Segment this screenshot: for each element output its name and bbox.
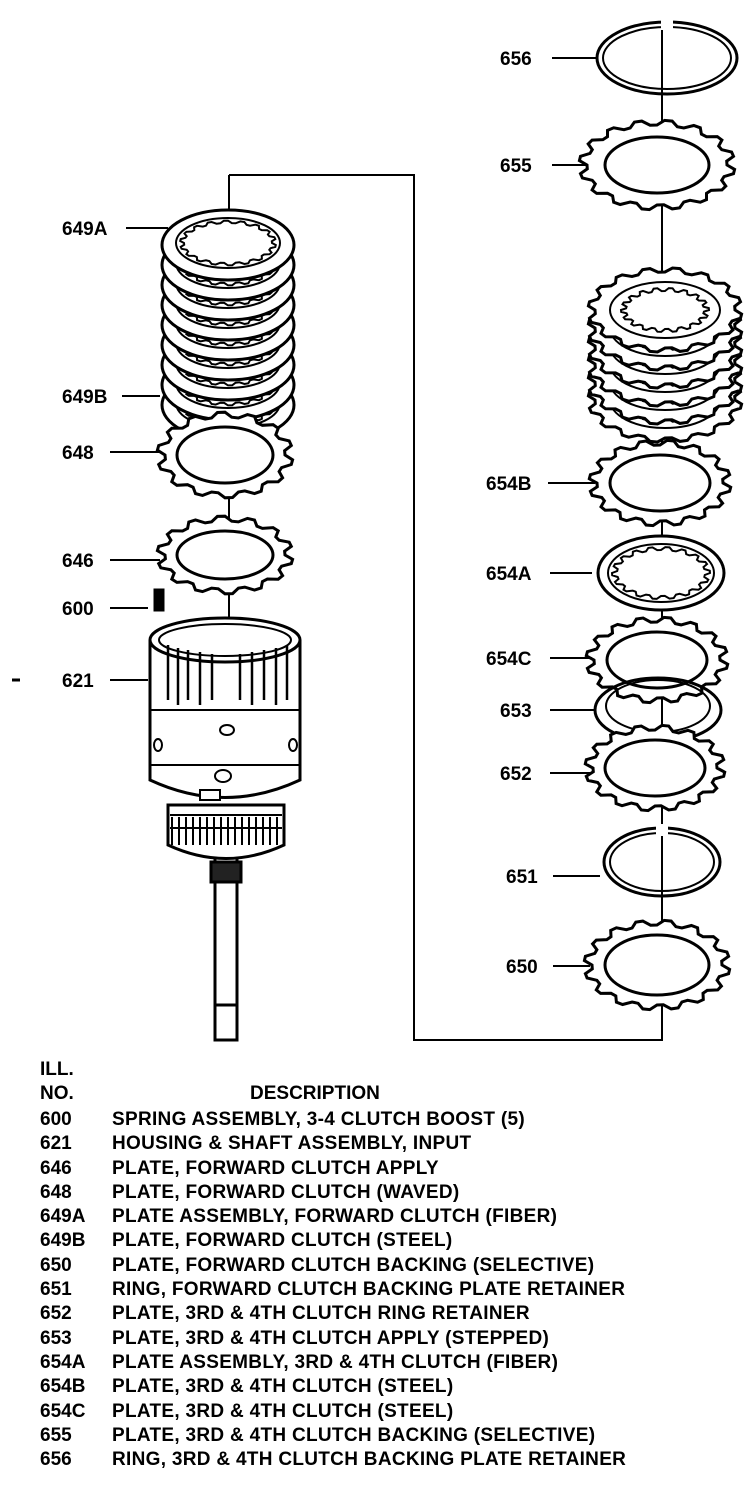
callout-646: 646	[62, 551, 94, 572]
legend-row-number: 656	[40, 1449, 72, 1471]
legend-row-number: 649B	[40, 1230, 86, 1252]
legend-row-description: PLATE ASSEMBLY, FORWARD CLUTCH (FIBER)	[112, 1206, 558, 1228]
legend-row-description: PLATE, FORWARD CLUTCH (WAVED)	[112, 1181, 460, 1203]
legend-row: 600 SPRING ASSEMBLY, 3-4 CLUTCH BOOST (5)	[40, 1108, 740, 1132]
parts-legend: ILL. NO. DESCRIPTION 600 SPRING ASSEMBLY,…	[40, 1058, 740, 1472]
callout-650: 650	[506, 957, 538, 978]
legend-row-number: 654C	[40, 1400, 86, 1422]
legend-header-no: NO.	[40, 1083, 74, 1104]
housing-shaft-assembly	[148, 616, 302, 1042]
legend-rows: 600 SPRING ASSEMBLY, 3-4 CLUTCH BOOST (5)…	[40, 1108, 740, 1472]
legend-row-description: PLATE, FORWARD CLUTCH BACKING (SELECTIVE…	[112, 1254, 595, 1276]
callout-653: 653	[500, 701, 532, 722]
ring-retainer-plate-652	[583, 723, 727, 813]
legend-row-description: PLATE, 3RD & 4TH CLUTCH BACKING (SELECTI…	[112, 1424, 596, 1446]
legend-row-number: 600	[40, 1109, 72, 1130]
legend-row-description: SPRING ASSEMBLY, 3-4 CLUTCH BOOST (5)	[112, 1109, 525, 1130]
legend-row: 648 PLATE, FORWARD CLUTCH (WAVED)	[40, 1181, 740, 1205]
backing-plate-650	[582, 918, 732, 1012]
legend-row: 654C PLATE, 3RD & 4TH CLUTCH (STEEL)	[40, 1400, 740, 1424]
callout-654c: 654C	[486, 649, 532, 670]
legend-row-number: 651	[40, 1279, 72, 1301]
legend-row-description: PLATE, FORWARD CLUTCH (STEEL)	[112, 1230, 453, 1252]
legend-row: 649A PLATE ASSEMBLY, FORWARD CLUTCH (FIBE…	[40, 1205, 740, 1229]
legend-row: 650 PLATE, FORWARD CLUTCH BACKING (SELECT…	[40, 1254, 740, 1278]
legend-row: 621 HOUSING & SHAFT ASSEMBLY, INPUT	[40, 1132, 740, 1156]
callout-651: 651	[506, 867, 538, 888]
legend-row: 646 PLATE, FORWARD CLUTCH APPLY	[40, 1157, 740, 1181]
legend-row-number: 648	[40, 1181, 72, 1203]
legend-row: 654B PLATE, 3RD & 4TH CLUTCH (STEEL)	[40, 1375, 740, 1399]
legend-row: 654A PLATE ASSEMBLY, 3RD & 4TH CLUTCH (FI…	[40, 1351, 740, 1375]
legend-row-description: PLATE, FORWARD CLUTCH APPLY	[112, 1157, 439, 1179]
legend-row-number: 649A	[40, 1206, 86, 1228]
legend-row-number: 621	[40, 1133, 72, 1155]
spring-assembly-600	[153, 588, 165, 612]
steel-plate-654b	[587, 438, 733, 528]
backing-plate-655	[577, 118, 737, 212]
callout-654b: 654B	[486, 474, 531, 495]
legend-row-description: PLATE ASSEMBLY, 3RD & 4TH CLUTCH (FIBER)	[112, 1351, 559, 1373]
exploded-view-svg: 656 655 649A 649B 648 646 600 621 654B 6…	[12, 18, 744, 1042]
fiber-plate-654a	[596, 534, 726, 612]
legend-row-description: PLATE, 3RD & 4TH CLUTCH (STEEL)	[112, 1400, 454, 1422]
waved-plate-648	[155, 410, 295, 500]
callout-621: 621	[62, 671, 94, 692]
apply-plate-646	[155, 514, 295, 596]
forward-clutch-stack-649	[160, 208, 296, 442]
legend-header-ill: ILL.	[40, 1059, 74, 1080]
legend-row: 655 PLATE, 3RD & 4TH CLUTCH BACKING (SELE…	[40, 1424, 740, 1448]
legend-row: 651 RING, FORWARD CLUTCH BACKING PLATE RE…	[40, 1278, 740, 1302]
legend-row-number: 652	[40, 1303, 72, 1325]
legend-header-row: NO. DESCRIPTION	[40, 1082, 740, 1108]
legend-row-number: 650	[40, 1254, 72, 1276]
callout-656: 656	[500, 49, 532, 70]
exploded-view-diagram: 656 655 649A 649B 648 646 600 621 654B 6…	[12, 18, 744, 1042]
callout-655: 655	[500, 156, 532, 177]
steel-plate-654c	[584, 615, 730, 705]
legend-row-description: PLATE, 3RD & 4TH CLUTCH APPLY (STEPPED)	[112, 1327, 550, 1349]
callout-648: 648	[62, 443, 94, 464]
legend-row: 653 PLATE, 3RD & 4TH CLUTCH APPLY (STEPPE…	[40, 1327, 740, 1351]
legend-row-number: 654A	[40, 1351, 86, 1373]
callout-649a: 649A	[62, 219, 108, 240]
legend-row-number: 646	[40, 1157, 72, 1179]
callout-652: 652	[500, 764, 532, 785]
clutch-plate-stack-654	[586, 266, 744, 444]
legend-row-number: 654B	[40, 1376, 86, 1398]
legend-row-description: RING, FORWARD CLUTCH BACKING PLATE RETAI…	[112, 1279, 626, 1301]
snap-ring-651	[602, 824, 722, 898]
legend-row-number: 655	[40, 1424, 72, 1446]
legend-row: 652 PLATE, 3RD & 4TH CLUTCH RING RETAINER	[40, 1302, 740, 1326]
legend-row-description: PLATE, 3RD & 4TH CLUTCH (STEEL)	[112, 1376, 454, 1398]
callout-labels: 656 655 649A 649B 648 646 600 621 654B 6…	[62, 49, 538, 978]
callout-600: 600	[62, 599, 94, 620]
legend-row-description: RING, 3RD & 4TH CLUTCH BACKING PLATE RET…	[112, 1449, 627, 1471]
leader-lines	[110, 57, 600, 967]
legend-row: 656 RING, 3RD & 4TH CLUTCH BACKING PLATE …	[40, 1448, 740, 1472]
snap-ring-656	[595, 18, 739, 96]
legend-row-description: PLATE, 3RD & 4TH CLUTCH RING RETAINER	[112, 1303, 530, 1325]
legend-row: 649B PLATE, FORWARD CLUTCH (STEEL)	[40, 1229, 740, 1253]
callout-654a: 654A	[486, 564, 532, 585]
legend-row-description: HOUSING & SHAFT ASSEMBLY, INPUT	[112, 1133, 472, 1155]
callout-649b: 649B	[62, 387, 107, 408]
legend-row-number: 653	[40, 1327, 72, 1349]
legend-header-description: DESCRIPTION	[250, 1083, 380, 1104]
